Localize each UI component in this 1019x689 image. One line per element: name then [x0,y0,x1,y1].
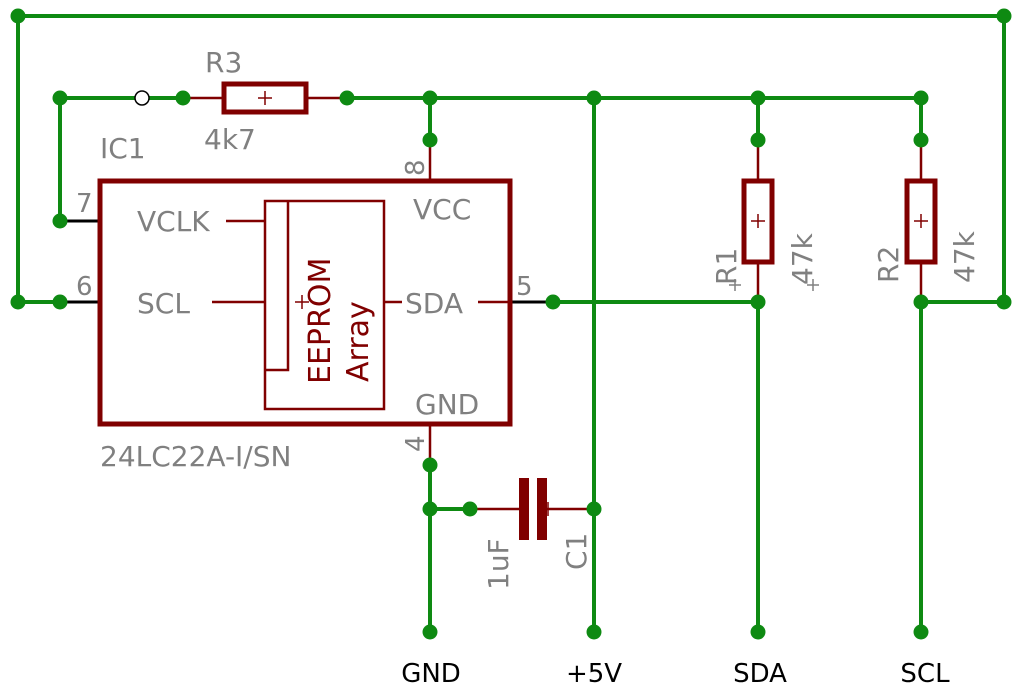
r3-name: R3 [205,46,242,79]
junction [52,213,68,229]
junction [422,624,438,640]
junction [750,90,766,106]
c1-plate-left [519,478,529,540]
junction [10,8,26,24]
junction [750,624,766,640]
pin6-name: SCL [137,287,190,320]
array-label: Array [341,301,376,382]
r2-value: 47k [948,230,981,283]
r3-unconnected-end [134,90,150,106]
r1-value: 47k [786,232,819,285]
net-label-5v: +5V [566,659,622,689]
junction [913,90,929,106]
junction [175,90,191,106]
junction [339,90,355,106]
eeprom-block [263,199,386,411]
junction [750,294,766,310]
eeprom-inner-line [265,201,290,372]
junction [10,294,26,310]
resistor-r1: R1 47k [710,140,819,302]
junction [586,624,602,640]
junction [422,457,438,473]
junction [996,294,1012,310]
pin8-name: VCC [413,193,471,226]
pin7-name: VCLK [137,205,210,238]
pin8-number: 8 [401,159,431,176]
pin4-number: 4 [401,435,431,452]
ic1-part: 24LC22A-I/SN [100,440,291,473]
junction [422,90,438,106]
ic1-name: IC1 [100,132,146,165]
ic1: IC1 24LC22A-I/SN 7 VCLK 6 SCL VCC 8 SDA … [76,132,533,473]
c1-value: 1uF [482,538,515,590]
junction [913,132,929,148]
pin4-name: GND [415,388,479,421]
r2-name: R2 [872,246,905,283]
pin7-number: 7 [76,189,93,219]
r2-body [904,178,938,265]
junction [545,294,561,310]
eeprom-label: EEPROM [303,258,338,384]
capacitor-c1: 1uF C1 [470,478,594,590]
pin6-number: 6 [76,272,93,302]
junction [913,624,929,640]
net-label-sda: SDA [733,659,787,689]
r3-body [221,81,309,115]
net-label-scl: SCL [900,659,950,689]
junction [422,501,438,517]
net-labels: GND +5V SDA SCL [401,659,950,689]
r1-body [741,178,775,265]
junction [586,90,602,106]
pin5-name: SDA [405,287,463,320]
junctions [10,8,1012,640]
net-label-gnd: GND [401,659,461,689]
r3-value: 4k7 [204,123,256,156]
junction [52,294,68,310]
junction [462,501,478,517]
c1-name: C1 [560,533,593,570]
pin5-number: 5 [516,272,533,302]
resistor-r2: R2 47k [872,140,981,302]
junction [913,294,929,310]
junction [422,132,438,148]
resistor-r3: R3 4k7 [134,46,347,156]
junction [750,132,766,148]
junction [52,90,68,106]
r1-name: R1 [710,248,743,285]
junction [586,501,602,517]
junction [996,8,1012,24]
